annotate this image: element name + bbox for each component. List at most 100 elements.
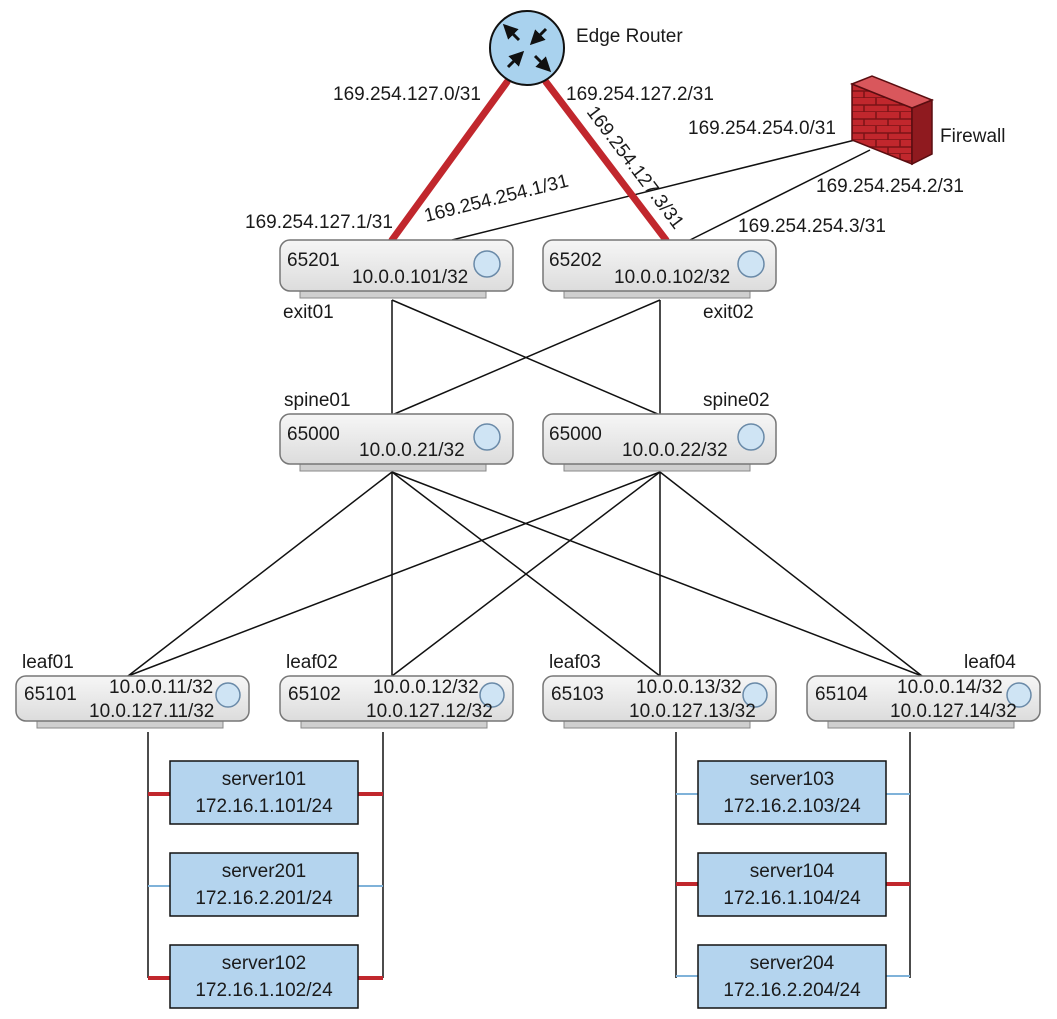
server-connectors: [148, 792, 910, 980]
spine02-switch[interactable]: spine02 65000 10.0.0.22/32: [542, 390, 777, 472]
server103-name: server103: [750, 769, 835, 790]
switch-router-icon: [1006, 682, 1032, 708]
switch-body: [279, 239, 514, 292]
router-arrows-icon: [502, 23, 552, 73]
server104-name: server104: [750, 861, 835, 882]
leaf01-ip1: 10.0.0.11/32: [109, 677, 213, 698]
leaf04-name: leaf04: [964, 652, 1016, 673]
link-firewall-exit02: [689, 149, 871, 241]
exit02-asn: 65202: [549, 250, 602, 271]
spine02-ip: 10.0.0.22/32: [622, 440, 728, 461]
firewall-wall-top: [849, 75, 935, 109]
label-er-exit01-exit-side: 169.254.127.1/31: [245, 212, 393, 233]
leaf03-ip2: 10.0.127.13/32: [629, 701, 756, 722]
uplink-edge-exit01: [388, 78, 511, 244]
leaf03-asn: 65103: [551, 684, 604, 705]
server201-name: server201: [222, 861, 307, 882]
uplink-edge-exit02: [542, 78, 670, 244]
leaf04-ip2: 10.0.127.14/32: [890, 701, 1017, 722]
switch-router-icon: [737, 250, 765, 278]
leaf04-ip1: 10.0.0.14/32: [897, 677, 1003, 698]
leaf02-asn: 65102: [288, 684, 341, 705]
switch-router-icon: [215, 682, 241, 708]
exit01-asn: 65201: [287, 250, 340, 271]
server201-box[interactable]: server201 172.16.2.201/24: [169, 852, 359, 917]
leaf03-switch[interactable]: leaf03 65103 10.0.0.13/32 10.0.127.13/32: [542, 652, 777, 729]
server103-box[interactable]: server103 172.16.2.103/24: [697, 760, 887, 825]
exit02-name: exit02: [703, 302, 754, 323]
switch-body: [279, 413, 514, 465]
leaf02-ip1: 10.0.0.12/32: [373, 677, 479, 698]
firewall-wall-side: [911, 98, 933, 166]
label-er-exit01-er-side: 169.254.127.0/31: [333, 84, 481, 105]
edge-router[interactable]: Edge Router: [489, 10, 683, 86]
leaf01-name: leaf01: [22, 652, 74, 673]
leaf04-switch[interactable]: leaf04 65104 10.0.0.14/32 10.0.127.14/32: [806, 652, 1041, 729]
spine01-ip: 10.0.0.21/32: [359, 440, 465, 461]
label-fw-exit01-exit-side: 169.254.254.1/31: [422, 171, 571, 227]
server102-box[interactable]: server102 172.16.1.102/24: [169, 944, 359, 1009]
label-fw-exit01-fw-side: 169.254.254.0/31: [688, 118, 836, 139]
link-firewall-exit01: [451, 139, 856, 241]
link-spine02-leaf02: [391, 471, 661, 677]
router-icon: [489, 10, 565, 86]
firewall[interactable]: Firewall: [849, 75, 1005, 166]
switch-router-icon: [473, 250, 501, 278]
server204-name: server204: [750, 953, 835, 974]
leaf03-name: leaf03: [549, 652, 601, 673]
switch-router-icon: [737, 423, 765, 451]
fabric-links: [127, 139, 923, 978]
firewall-label: Firewall: [940, 126, 1005, 147]
leaf02-switch[interactable]: leaf02 65102 10.0.0.12/32 10.0.127.12/32: [279, 652, 514, 729]
exit01-switch[interactable]: 65201 10.0.0.101/32 exit01: [279, 239, 514, 323]
switch-router-icon: [479, 682, 505, 708]
leaf02-ip2: 10.0.127.12/32: [366, 701, 493, 722]
switch-body: [542, 413, 777, 465]
spine01-asn: 65000: [287, 424, 340, 445]
link-spine01-leaf04: [391, 471, 923, 677]
leaf01-ip2: 10.0.127.11/32: [89, 701, 214, 722]
link-exit02-spine01: [391, 299, 661, 416]
label-fw-exit02-exit-side: 169.254.254.3/31: [738, 216, 886, 237]
leaf02-name: leaf02: [286, 652, 338, 673]
spine02-name: spine02: [703, 390, 770, 411]
edge-router-label: Edge Router: [576, 26, 683, 47]
exit02-switch[interactable]: 65202 10.0.0.102/32 exit02: [542, 239, 777, 323]
leaf01-switch[interactable]: leaf01 65101 10.0.0.11/32 10.0.127.11/32: [15, 652, 250, 729]
exit01-ip: 10.0.0.101/32: [352, 267, 468, 288]
exit02-ip: 10.0.0.102/32: [614, 267, 730, 288]
link-spine01-leaf01: [127, 471, 393, 677]
server104-box[interactable]: server104 172.16.1.104/24: [697, 852, 887, 917]
spine01-name: spine01: [284, 390, 351, 411]
server102-name: server102: [222, 953, 307, 974]
server104-ip: 172.16.1.104/24: [723, 888, 861, 909]
server103-ip: 172.16.2.103/24: [723, 796, 861, 817]
leaf01-asn: 65101: [24, 684, 77, 705]
link-spine02-leaf04: [659, 471, 923, 677]
server204-box[interactable]: server204 172.16.2.204/24: [697, 944, 887, 1009]
label-fw-exit02-fw-side: 169.254.254.2/31: [816, 176, 964, 197]
label-er-exit02-exit-side: 169.254.127.3/31: [582, 102, 688, 233]
server102-ip: 172.16.1.102/24: [195, 980, 333, 1001]
switch-body: [542, 675, 777, 722]
server101-name: server101: [222, 769, 307, 790]
switch-router-icon: [742, 682, 768, 708]
switch-body: [279, 675, 514, 722]
spine02-asn: 65000: [549, 424, 602, 445]
switch-router-icon: [473, 423, 501, 451]
server101-box[interactable]: server101 172.16.1.101/24: [169, 760, 359, 825]
switch-body: [806, 675, 1041, 722]
leaf04-asn: 65104: [815, 684, 868, 705]
switch-body: [15, 675, 250, 722]
spine01-switch[interactable]: spine01 65000 10.0.0.21/32: [279, 390, 514, 472]
server201-ip: 172.16.2.201/24: [195, 888, 333, 909]
server204-ip: 172.16.2.204/24: [723, 980, 861, 1001]
edge-uplinks: [388, 78, 670, 244]
link-spine02-leaf01: [127, 471, 661, 677]
label-er-exit02-er-side: 169.254.127.2/31: [566, 84, 714, 105]
server101-ip: 172.16.1.101/24: [195, 796, 333, 817]
leaf03-ip1: 10.0.0.13/32: [636, 677, 742, 698]
exit01-name: exit01: [283, 302, 334, 323]
switch-body: [542, 239, 777, 292]
